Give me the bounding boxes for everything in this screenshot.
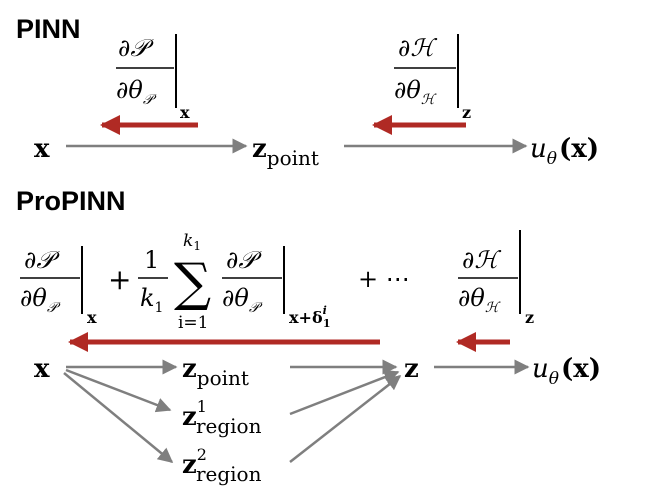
sum-upper-limit: k1: [183, 231, 201, 253]
propinn-output-u: uθ(x): [532, 354, 601, 389]
propinn-arrow-x-to-zregion2: [63, 372, 174, 463]
pinn-grad-h-eval: z: [462, 103, 471, 122]
propinn-arrow-zregion2-to-z: [289, 375, 402, 463]
pinn-title: PINN: [16, 14, 81, 44]
pinn-grad-h-numerator: ∂ℋ: [398, 34, 437, 62]
pinn-latent-z-point: zpoint: [252, 134, 319, 170]
pinn-grad-p-numerator: ∂𝒫: [118, 34, 154, 62]
propinn-grad-h: ∂ℋ ∂θℋ z: [458, 230, 534, 327]
propinn-grad-p: ∂𝒫 ∂θ𝒫 x: [20, 246, 97, 327]
propinn-arrow-x-to-zregion1: [65, 368, 172, 413]
propinn-summation: k1 ∑ i=1: [174, 231, 211, 333]
propinn-z-point: zpoint: [182, 354, 249, 390]
propinn-frac-one-over-k: 1 k1: [138, 246, 168, 316]
propinn-grad-h-numerator: ∂ℋ: [462, 246, 501, 274]
propinn-grad-p-denominator: ∂θ𝒫: [20, 284, 61, 316]
propinn-grad-p-numerator: ∂𝒫: [24, 246, 60, 274]
pinn-grad-p-eval: x: [180, 103, 190, 122]
pinn-grad-p-denominator: ∂θ𝒫: [116, 76, 157, 108]
propinn-grad-p2-denominator: ∂θ𝒫: [222, 284, 263, 316]
sum-symbol: ∑: [174, 253, 211, 313]
pinn-grad-h: ∂ℋ ∂θℋ z: [394, 34, 471, 122]
propinn-grad-p2-numerator: ∂𝒫: [226, 246, 262, 274]
pinn-output-u: uθ(x): [530, 134, 599, 169]
propinn-arrow-zregion1-to-z: [289, 369, 400, 416]
propinn-frac-den: k1: [140, 284, 163, 316]
propinn-plus: +: [108, 263, 131, 296]
pinn-input-x: x: [34, 134, 50, 164]
propinn-grad-h-eval: z: [525, 308, 534, 327]
propinn-ellipsis: + ⋯: [358, 265, 410, 293]
propinn-input-x: x: [34, 354, 50, 384]
propinn-grad-p-eval: x: [87, 308, 97, 327]
sum-lower-limit: i=1: [178, 313, 209, 333]
propinn-latent-z: z: [404, 354, 419, 384]
propinn-title: ProPINN: [16, 186, 126, 216]
pinn-grad-p: ∂𝒫 ∂θ𝒫 x: [116, 34, 190, 122]
propinn-frac-num: 1: [144, 246, 159, 274]
propinn-grad-h-denominator: ∂θℋ: [458, 284, 501, 316]
pinn-grad-h-denominator: ∂θℋ: [394, 76, 437, 108]
